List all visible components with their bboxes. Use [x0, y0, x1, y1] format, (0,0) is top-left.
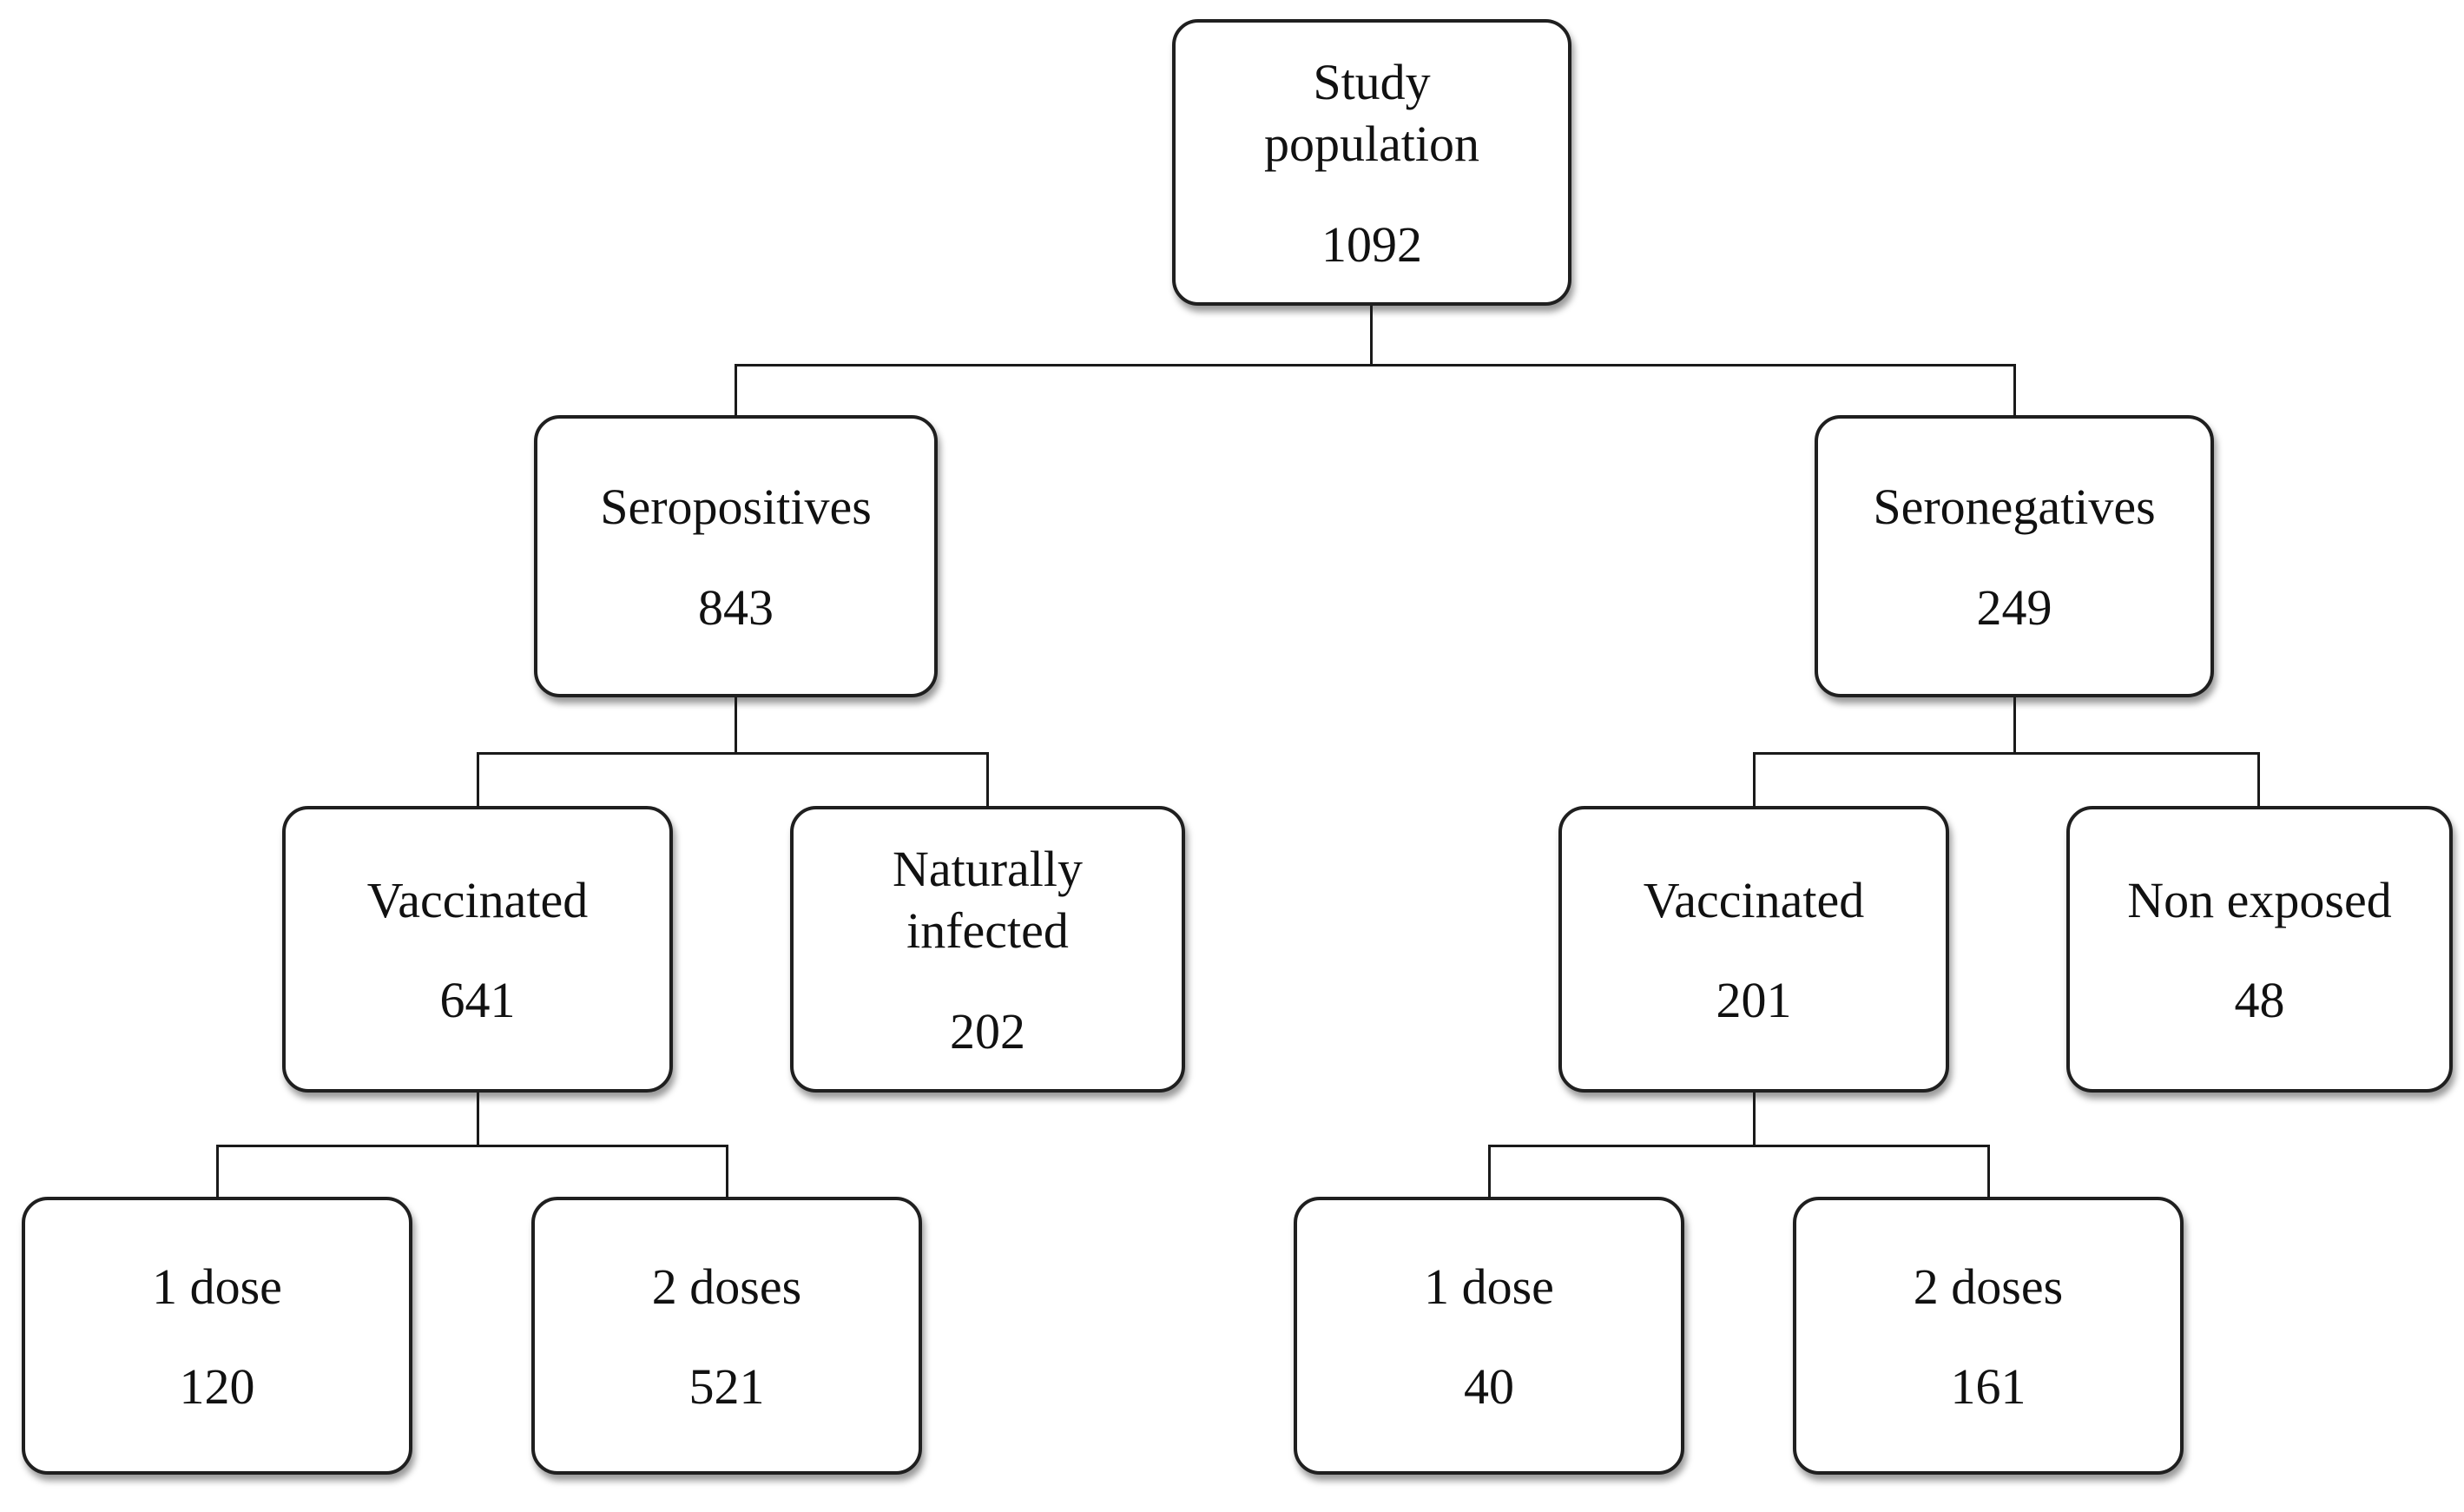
node-label: Vaccinated: [1643, 871, 1865, 928]
node-2-doses-seropositives: 2 doses 521: [531, 1197, 922, 1475]
connector-to-non-exposed: [2257, 752, 2260, 808]
node-label: Seronegatives: [1873, 479, 2156, 536]
node-label: Non exposed: [2127, 871, 2392, 928]
connector-rail-doses-right: [1488, 1145, 1990, 1147]
node-value: 202: [950, 1002, 1025, 1060]
connector-rail-level2: [735, 364, 2016, 366]
node-value: 40: [1464, 1358, 1514, 1416]
node-value: 843: [698, 578, 774, 636]
node-label: Study population: [1263, 54, 1480, 173]
connector-to-1-dose-seropositives: [216, 1145, 219, 1198]
connector-vaccinated-seronegatives-stem: [1753, 1093, 1756, 1147]
connector-rail-seronegatives: [1753, 752, 2260, 755]
node-value: 201: [1716, 972, 1792, 1029]
node-value: 120: [179, 1358, 255, 1416]
node-value: 161: [1950, 1358, 2026, 1416]
node-2-doses-seronegatives: 2 doses 161: [1793, 1197, 2184, 1475]
node-label: 2 doses: [651, 1258, 802, 1315]
connector-to-2-doses-seronegatives: [1987, 1145, 1990, 1198]
connector-vaccinated-seropositives-stem: [477, 1093, 479, 1147]
connector-rail-seropositives: [477, 752, 989, 755]
connector-to-vaccinated-seropositives: [477, 752, 479, 808]
node-label: 2 doses: [1913, 1258, 2064, 1315]
node-value: 48: [2234, 972, 2285, 1029]
node-1-dose-seronegatives: 1 dose 40: [1294, 1197, 1684, 1475]
connector-to-1-dose-seronegatives: [1488, 1145, 1491, 1198]
connector-to-seronegatives: [2013, 364, 2016, 417]
node-value: 1092: [1321, 215, 1422, 273]
node-study-population: Study population 1092: [1172, 19, 1571, 306]
connector-seronegatives-stem: [2013, 697, 2016, 755]
node-label: 1 dose: [1424, 1258, 1554, 1315]
node-vaccinated-seronegatives: Vaccinated 201: [1558, 806, 1949, 1093]
node-label: Seropositives: [600, 479, 872, 536]
connector-to-naturally-infected: [986, 752, 989, 808]
connector-seropositives-stem: [735, 697, 737, 755]
node-value: 249: [1976, 578, 2052, 636]
node-1-dose-seropositives: 1 dose 120: [22, 1197, 412, 1475]
node-seronegatives: Seronegatives 249: [1815, 415, 2214, 697]
node-naturally-infected: Naturally infected 202: [790, 806, 1185, 1093]
connector-rail-doses-left: [216, 1145, 728, 1147]
connector-to-2-doses-seropositives: [726, 1145, 728, 1198]
node-label: Vaccinated: [366, 871, 589, 928]
connector-to-vaccinated-seronegatives: [1753, 752, 1756, 808]
node-seropositives: Seropositives 843: [534, 415, 938, 697]
node-label: Naturally infected: [892, 841, 1084, 960]
connector-to-seropositives: [735, 364, 737, 417]
node-value: 641: [439, 972, 516, 1029]
connector-study-stem: [1370, 306, 1373, 366]
node-value: 521: [688, 1358, 765, 1416]
node-non-exposed: Non exposed 48: [2066, 806, 2453, 1093]
node-label: 1 dose: [152, 1258, 282, 1315]
node-vaccinated-seropositives: Vaccinated 641: [282, 806, 673, 1093]
